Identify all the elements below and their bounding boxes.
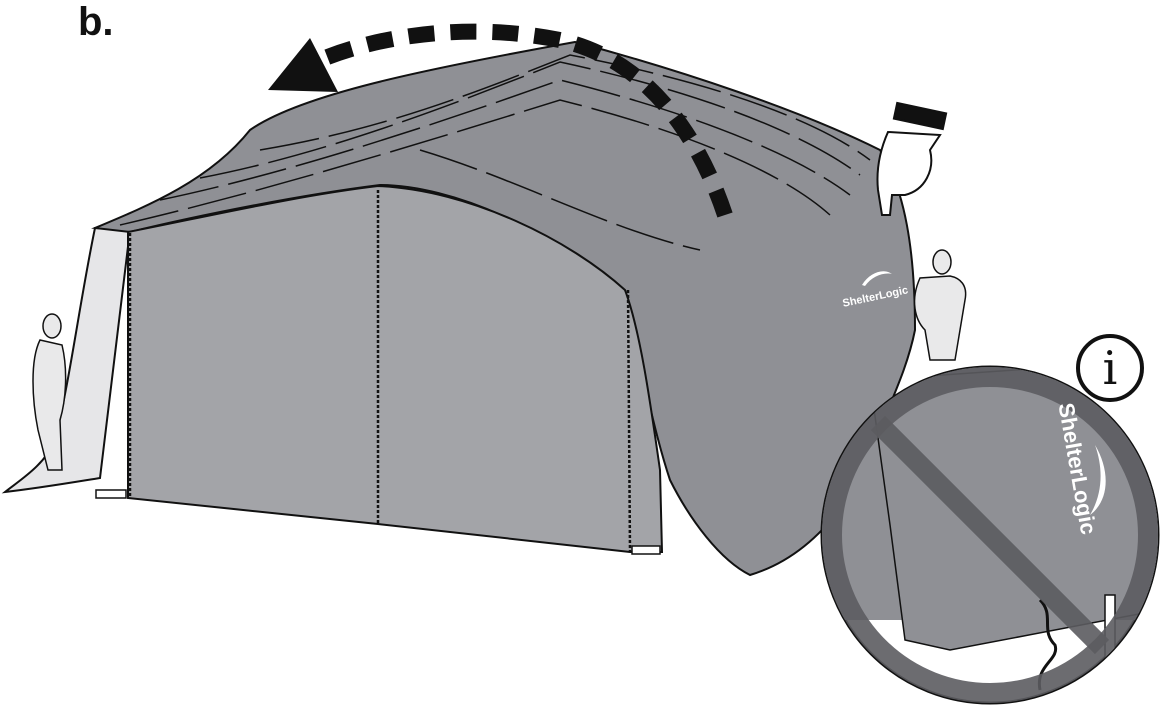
- person-left: [33, 314, 66, 470]
- arrow-head: [268, 38, 338, 92]
- step-label: b.: [78, 2, 114, 42]
- info-icon: i: [1076, 334, 1144, 402]
- cover-left-drape: [5, 228, 130, 492]
- person-right: [915, 250, 966, 360]
- pointing-hand-icon: [877, 103, 946, 215]
